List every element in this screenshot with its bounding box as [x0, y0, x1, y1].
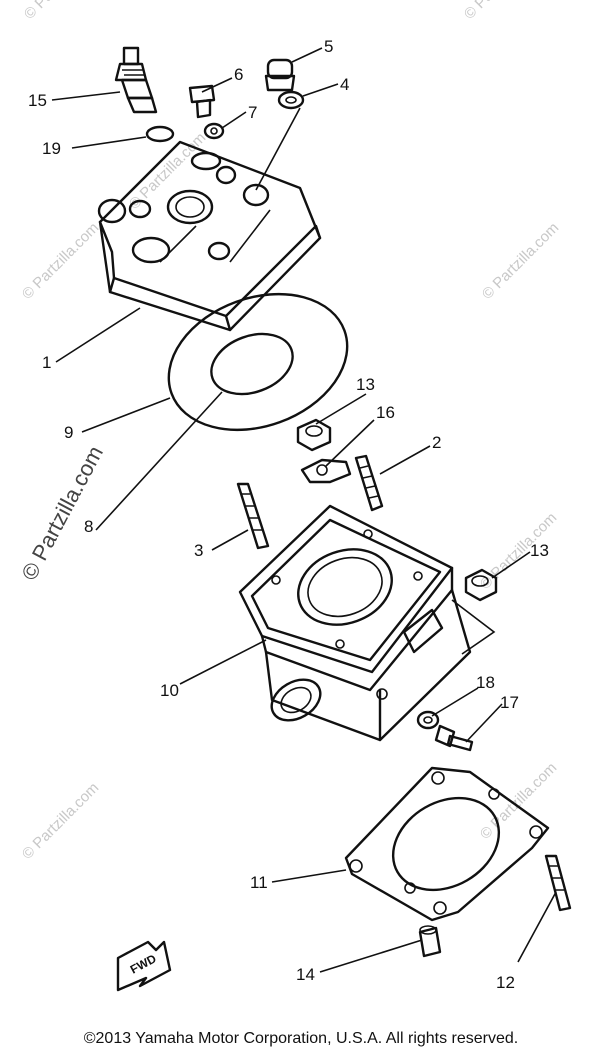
callout-14: 14: [296, 965, 315, 984]
callout-11: 11: [250, 873, 268, 892]
head-gasket-ring-part: [167, 292, 349, 432]
bolt-part: [188, 84, 216, 119]
washer-part: [416, 710, 440, 730]
washer-part: [277, 90, 305, 110]
callout-1: 1: [42, 353, 51, 372]
cap-part: [264, 58, 296, 92]
callout-18: 18: [476, 673, 495, 692]
callout-9: 9: [64, 423, 73, 442]
copyright-notice: ©2013 Yamaha Motor Corporation, U.S.A. A…: [83, 1030, 519, 1047]
head-o-ring-part: [210, 332, 294, 396]
leader-lines: [51, 47, 557, 973]
callout-4: 4: [340, 75, 349, 94]
callout-13-upper: 13: [356, 375, 375, 394]
callout-10: 10: [160, 681, 179, 700]
bolt-part: [434, 724, 474, 752]
callout-3: 3: [194, 541, 203, 560]
nut-part: [203, 122, 225, 140]
forward-arrow-icon: FWD: [116, 940, 172, 992]
cylinder-head-part: [97, 140, 322, 332]
callout-6: 6: [234, 65, 243, 84]
callout-5: 5: [324, 37, 333, 56]
bracket-part: [300, 458, 352, 484]
o-ring-part: [145, 125, 175, 143]
callout-16: 16: [376, 403, 395, 422]
callout-7: 7: [248, 103, 257, 122]
callout-labels: 15 19 6 7 5 4 1 9 8 13 16 2 3 13 10 18 1…: [28, 37, 549, 992]
cylinder-part: [238, 504, 496, 742]
callout-15: 15: [28, 91, 47, 110]
callout-13-right: 13: [530, 541, 549, 560]
base-gasket-part: [344, 766, 550, 922]
stud-bolt-part: [544, 854, 572, 912]
callout-8: 8: [84, 517, 93, 536]
watermark: © Partzilla.com: [21, 0, 104, 23]
watermark: © Partzilla.com: [477, 759, 560, 842]
spark-plug-part: [114, 46, 158, 114]
watermark: © Partzilla.com: [479, 219, 562, 302]
forward-label: FWD: [128, 951, 159, 976]
cap-nut-part: [296, 418, 332, 452]
callout-19: 19: [42, 139, 61, 158]
callout-17: 17: [500, 693, 519, 712]
watermark: © Partzilla.com: [461, 0, 544, 23]
watermark-large: © Partzilla.com: [16, 442, 108, 585]
callout-2: 2: [432, 433, 441, 452]
cap-nut-part: [464, 568, 498, 602]
dowel-pin-part: [418, 925, 442, 958]
stud-bolt-part: [354, 454, 384, 512]
stud-bolt-part: [236, 482, 270, 550]
watermark: © Partzilla.com: [19, 779, 102, 862]
callout-12: 12: [496, 973, 515, 992]
watermark: © Partzilla.com: [19, 219, 102, 302]
